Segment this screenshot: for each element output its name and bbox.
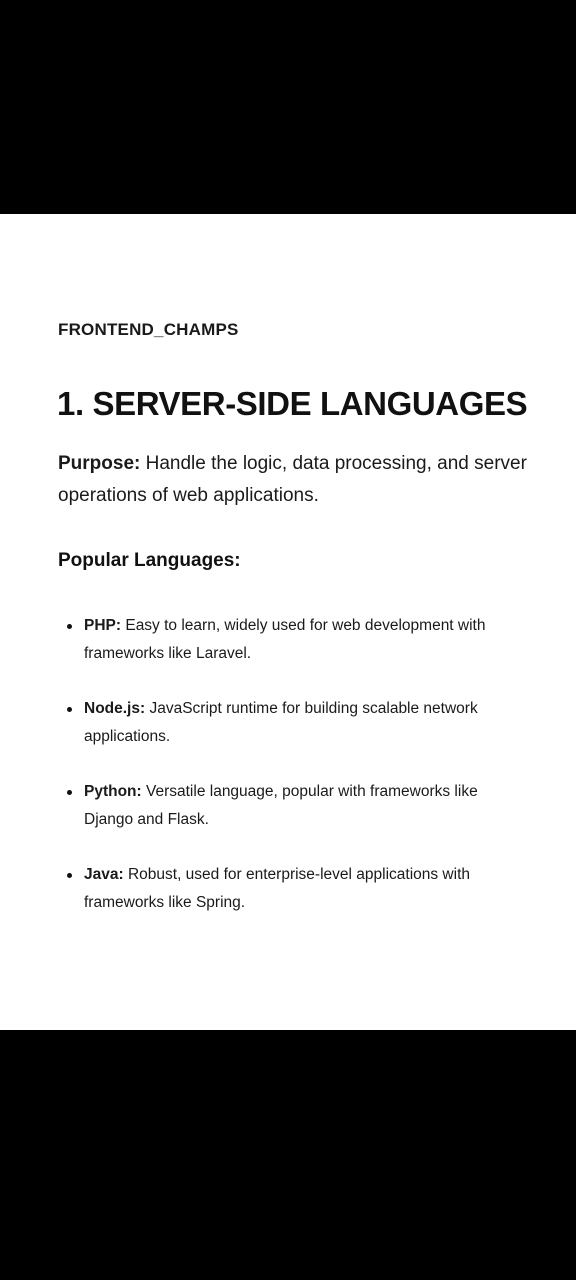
- bottom-black-bar: [0, 1030, 576, 1280]
- language-description: Versatile language, popular with framewo…: [84, 783, 478, 828]
- slide-content: FRONTEND_CHAMPS 1. SERVER-SIDE LANGUAGES…: [0, 214, 576, 1030]
- bullet-icon: [67, 790, 72, 795]
- list-item-nodejs: Node.js: JavaScript runtime for building…: [58, 695, 518, 751]
- purpose-label: Purpose:: [58, 453, 141, 474]
- top-black-bar: [0, 0, 576, 214]
- language-description: Robust, used for enterprise-level applic…: [84, 866, 470, 911]
- language-description: JavaScript runtime for building scalable…: [84, 700, 478, 745]
- language-name: Node.js:: [84, 700, 146, 717]
- page-title: 1. SERVER-SIDE LANGUAGES: [57, 385, 528, 422]
- list-item-php: PHP: Easy to learn, widely used for web …: [58, 612, 518, 668]
- languages-list: PHP: Easy to learn, widely used for web …: [58, 612, 518, 944]
- language-name: PHP:: [84, 617, 122, 634]
- purpose-paragraph: Purpose: Handle the logic, data processi…: [58, 448, 528, 512]
- list-item-python: Python: Versatile language, popular with…: [58, 778, 518, 834]
- bullet-icon: [67, 873, 72, 878]
- brand-label: FRONTEND_CHAMPS: [58, 320, 239, 339]
- popular-languages-heading: Popular Languages:: [58, 550, 241, 571]
- language-name: Java:: [84, 866, 124, 883]
- bullet-icon: [67, 707, 72, 712]
- purpose-text: Handle the logic, data processing, and s…: [58, 453, 527, 506]
- language-description: Easy to learn, widely used for web devel…: [84, 617, 486, 662]
- bullet-icon: [67, 624, 72, 629]
- list-item-java: Java: Robust, used for enterprise-level …: [58, 861, 518, 917]
- language-name: Python:: [84, 783, 142, 800]
